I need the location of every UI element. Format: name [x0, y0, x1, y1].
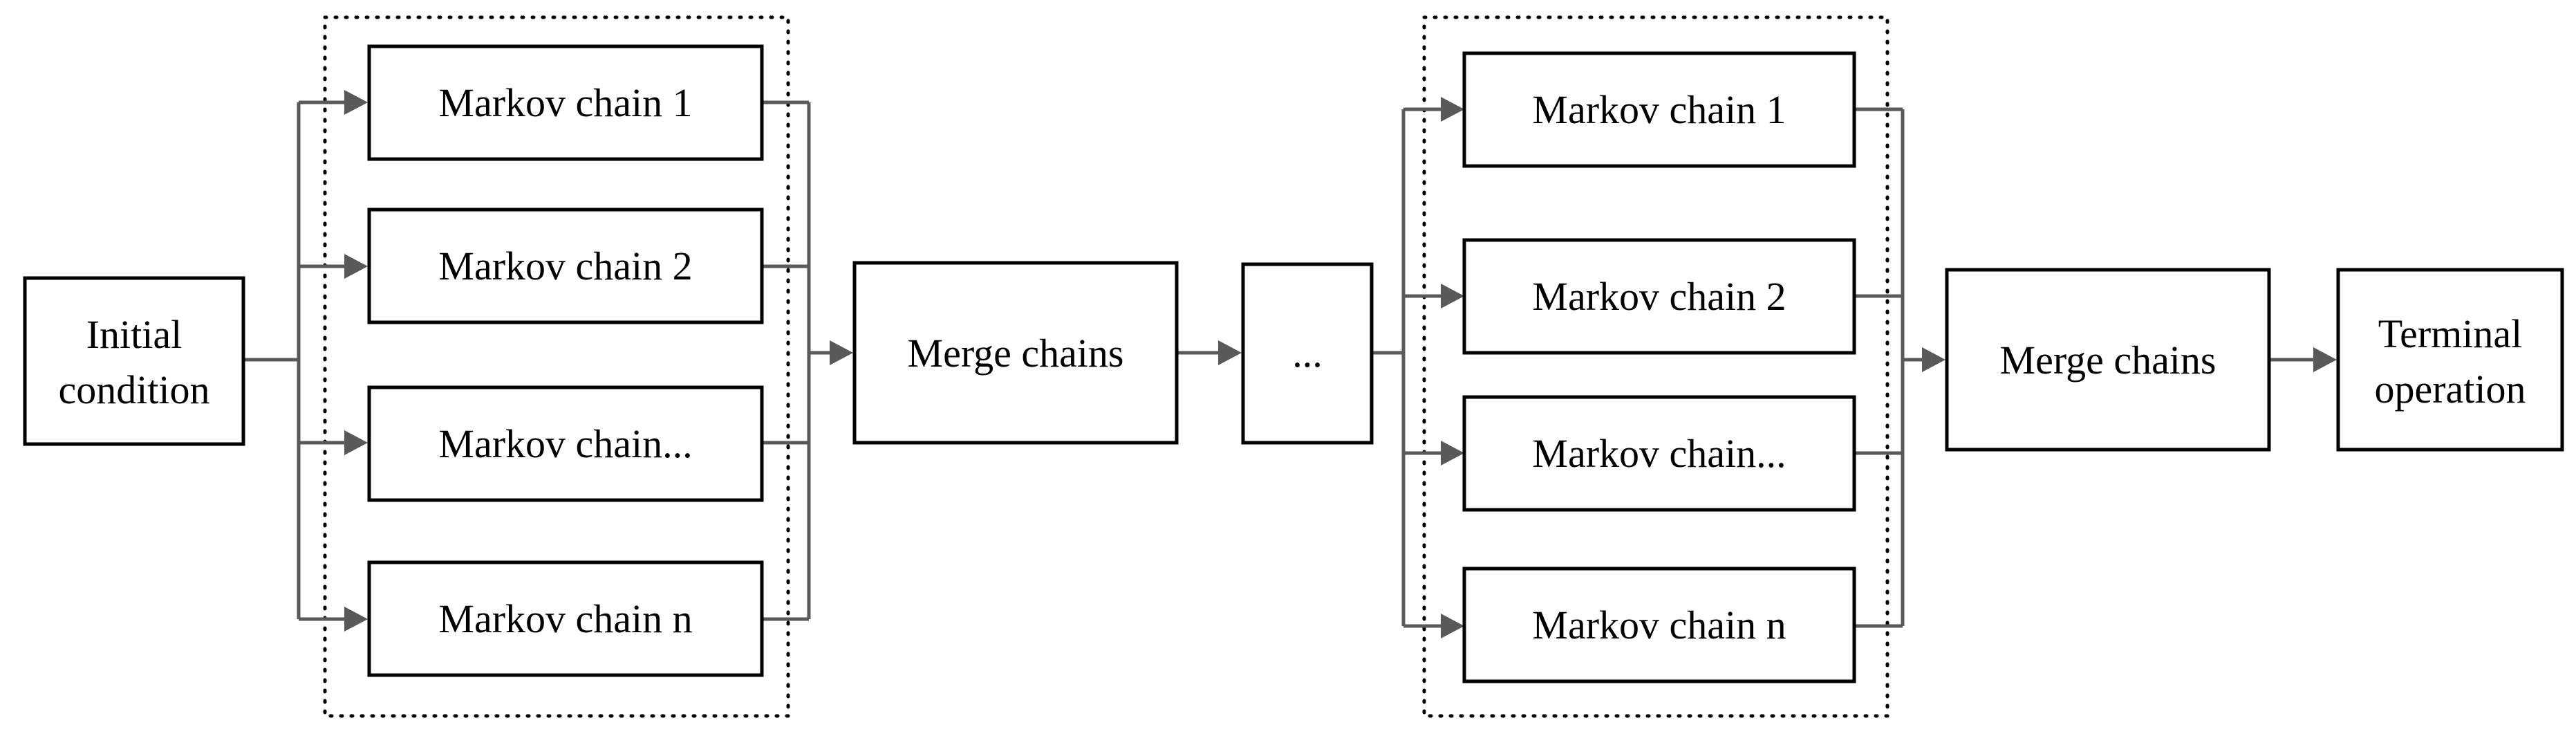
connectors-fan-out-1 — [243, 90, 368, 632]
merge-chains-1-node: Merge chains — [852, 261, 1179, 445]
connectors-fan-out-2 — [1372, 97, 1464, 638]
arrowhead-icon — [344, 90, 368, 115]
markov-chain-label: Markov chain... — [1532, 431, 1786, 476]
ellipsis-node: ... — [1241, 262, 1374, 445]
arrowhead-icon — [1922, 347, 1945, 372]
ellipsis-label: ... — [1292, 331, 1323, 376]
merge-chains-2-node: Merge chains — [1945, 268, 2271, 452]
merge-chains-label: Merge chains — [2000, 338, 2216, 383]
merge-chains-label: Merge chains — [908, 331, 1124, 376]
terminal-operation-line-1: Terminal — [2378, 311, 2523, 356]
markov-chain-label: Markov chain 2 — [438, 243, 692, 288]
initial-condition-line-1: Initial — [86, 312, 183, 357]
connectors-fan-in-1 — [762, 100, 853, 621]
markov-chain-label: Markov chain n — [438, 596, 692, 641]
terminal-operation-node: Terminal operation — [2336, 268, 2564, 452]
arrowhead-icon — [1218, 340, 1242, 365]
terminal-operation-line-2: operation — [2374, 367, 2526, 412]
markov-chain-1-node-stage-2: Markov chain 1 — [1462, 51, 1856, 168]
connector-merge2-to-terminal — [2269, 347, 2337, 372]
arrowhead-icon — [1441, 441, 1464, 466]
arrowhead-icon — [1441, 97, 1464, 122]
arrowhead-icon — [1441, 284, 1464, 309]
initial-condition-line-2: condition — [58, 367, 209, 412]
markov-chain-2-node-stage-2: Markov chain 2 — [1462, 238, 1856, 355]
markov-chain-2-node: Markov chain 2 — [367, 208, 764, 324]
markov-chain-ellipsis-node-stage-2: Markov chain... — [1462, 395, 1856, 512]
arrowhead-icon — [344, 607, 368, 632]
arrowhead-icon — [344, 430, 368, 455]
markov-chain-label: Markov chain 2 — [1532, 274, 1786, 319]
markov-chain-ellipsis-node: Markov chain... — [367, 385, 764, 502]
markov-chain-n-node-stage-2: Markov chain n — [1462, 567, 1856, 683]
initial-condition-node: Initial condition — [23, 276, 245, 446]
arrowhead-icon — [344, 254, 368, 279]
arrowhead-icon — [2313, 347, 2337, 372]
markov-chain-label: Markov chain n — [1532, 602, 1786, 647]
markov-chain-label: Markov chain 1 — [438, 80, 692, 125]
connectors-fan-in-2 — [1854, 107, 1945, 628]
markov-chain-1-node: Markov chain 1 — [367, 44, 764, 161]
arrowhead-icon — [1441, 614, 1464, 638]
connector-merge1-to-ellipsis — [1177, 340, 1242, 365]
markov-chain-n-node: Markov chain n — [367, 560, 764, 677]
markov-chain-label: Markov chain 1 — [1532, 87, 1786, 132]
markov-chain-label: Markov chain... — [438, 421, 692, 466]
arrowhead-icon — [830, 340, 853, 365]
